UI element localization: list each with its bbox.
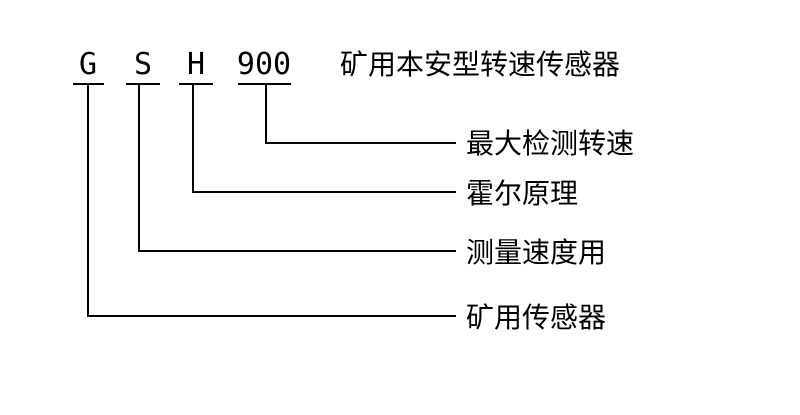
product-title: 矿用本安型转速传感器 bbox=[340, 48, 620, 81]
code-letter-h: H bbox=[187, 47, 205, 82]
leader-line-s bbox=[138, 84, 456, 252]
code-letter-s: S bbox=[134, 47, 152, 82]
leader-line-g bbox=[87, 84, 456, 317]
meaning-speed-measurement: 测量速度用 bbox=[466, 236, 606, 269]
meaning-max-speed: 最大检测转速 bbox=[466, 127, 634, 160]
leader-line-900 bbox=[265, 84, 456, 144]
leader-line-h bbox=[192, 84, 456, 193]
meaning-mining-sensor: 矿用传感器 bbox=[466, 301, 606, 334]
code-letter-g: G bbox=[79, 47, 97, 82]
code-number-900: 900 bbox=[237, 47, 291, 82]
meaning-hall-principle: 霍尔原理 bbox=[466, 177, 578, 210]
